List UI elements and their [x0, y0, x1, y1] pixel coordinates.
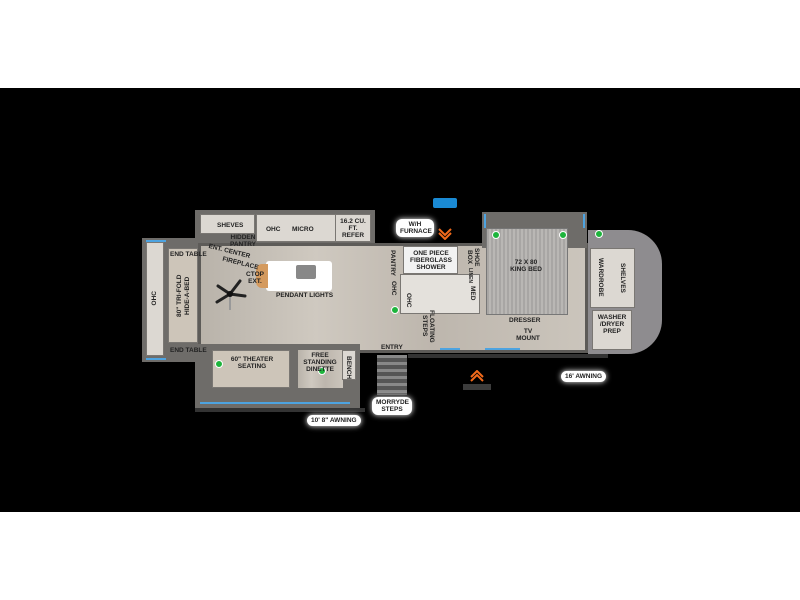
label-awning-right: 16' AWNING: [561, 371, 607, 382]
label-shoe-box: SHOE BOX: [466, 247, 480, 267]
label-bench: BENCH: [345, 356, 352, 380]
king-bed: [486, 228, 568, 315]
label-sheves: SHEVES: [217, 222, 244, 229]
light-icon: [559, 231, 567, 239]
sink: [296, 265, 316, 279]
refrigerator: [335, 214, 371, 242]
label-refer: 16.2 CU. FT. REFER: [340, 218, 366, 239]
shower: [403, 246, 458, 274]
light-icon: [215, 360, 223, 368]
window: [583, 214, 585, 228]
light-icon: [595, 230, 603, 238]
label-dinette: FREE STANDING DINETTE: [303, 352, 337, 373]
label-shelves: SHELVES: [619, 263, 626, 293]
label-awning-left: 10' 8" AWNING: [307, 415, 361, 426]
bathroom: [400, 274, 480, 314]
label-sofa: 80" TRI-FOLD HIDE-A-BED: [176, 274, 191, 318]
label-washer-dryer: WASHER /DRYER PREP: [597, 314, 627, 335]
window: [146, 240, 166, 242]
light-icon: [318, 367, 326, 375]
light-icon: [391, 306, 399, 314]
light-icon: [492, 231, 500, 239]
window: [200, 402, 350, 404]
label-med: MED: [469, 286, 476, 301]
ceiling-fan-icon: [215, 279, 247, 310]
awning-bar: [408, 354, 608, 358]
label-ctop-ext: CTOP EXT.: [246, 271, 264, 285]
tankless-logo: [433, 198, 457, 208]
label-theater-seating: 60" THEATER SEATING: [230, 356, 274, 370]
label-wardrobe: WARDROBE: [597, 258, 604, 297]
label-micro: MICRO: [292, 226, 314, 233]
label-ohc-hall: OHC: [390, 281, 397, 296]
label-morryde-steps: MORRYDE STEPS: [372, 397, 412, 415]
awning-bar: [195, 408, 365, 412]
label-end-table-top: END TABLE: [170, 251, 207, 258]
label-bed: 72 X 80 KING BED: [510, 259, 542, 273]
washer-dryer: [592, 310, 632, 350]
label-wh-furnace: W/H FURNACE: [396, 219, 434, 237]
label-pantry: PANTRY: [389, 250, 396, 276]
window: [484, 214, 486, 228]
label-linen: LINEN: [467, 268, 473, 283]
label-entry: ENTRY: [381, 344, 403, 351]
window: [485, 348, 520, 350]
label-shower: ONE PIECE FIBERGLASS SHOWER: [410, 250, 452, 271]
label-ohc-bath: OHC: [405, 293, 412, 308]
sofa: [168, 248, 198, 343]
label-ohc-kitchen: OHC: [266, 226, 281, 233]
label-hidden-pantry: HIDDEN PANTRY: [230, 234, 256, 248]
label-dresser: DRESSER: [509, 317, 541, 324]
countertop-extension: [256, 264, 268, 288]
window: [440, 348, 460, 350]
wardrobe: [590, 248, 635, 308]
floorplan-canvas: SHEVES HIDDEN PANTRY OHC MICRO 16.2 CU. …: [0, 88, 800, 512]
furnace-chevron-icon: [438, 228, 452, 240]
window: [146, 358, 166, 360]
label-tv-mount: TV MOUNT: [516, 328, 540, 342]
pass-thru-storage-logo: [463, 384, 491, 390]
theater-seating: [212, 350, 290, 388]
pass-thru-storage-chevron-icon: [470, 370, 484, 382]
label-pendant-lights: PENDANT LIGHTS: [276, 292, 334, 299]
shelves-cabinet: [200, 214, 255, 234]
label-floating-steps: FLOATING STEPS: [421, 310, 435, 343]
morryde-steps-graphic: [377, 355, 407, 395]
label-ohc-front: OHC: [151, 291, 158, 306]
kitchen-counter: [256, 214, 336, 242]
front-ohc: [146, 242, 164, 356]
bench: [342, 350, 356, 380]
label-end-table-bottom: END TABLE: [170, 347, 207, 354]
